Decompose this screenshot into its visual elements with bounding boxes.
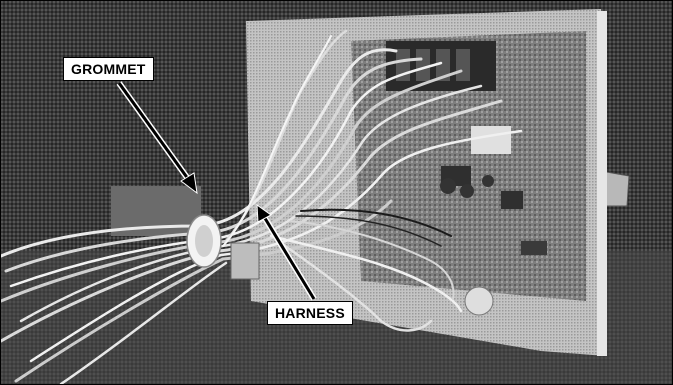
capacitor [440, 178, 456, 194]
connector-pin [416, 49, 430, 81]
round-cap [464, 286, 494, 316]
connector-pin [436, 49, 450, 81]
board-chip [521, 241, 547, 255]
capacitor [460, 184, 474, 198]
grommet-callout-label: GROMMET [63, 57, 154, 81]
relay-component [471, 126, 511, 154]
harness-arrowhead [256, 203, 272, 223]
mount-plate [230, 242, 260, 280]
leader-arrows [116, 81, 317, 301]
wire-harness [1, 29, 523, 384]
harness-leader-line-core [261, 214, 316, 300]
grommet-inner [195, 225, 213, 257]
connector-pin [456, 49, 470, 81]
chip-component [501, 191, 523, 209]
grommet-arrowhead [180, 172, 198, 195]
enclosure-edge [597, 11, 607, 356]
harness-callout-label: HARNESS [267, 301, 353, 325]
capacitor [482, 175, 494, 187]
grommet-leader-line-core [117, 82, 193, 184]
